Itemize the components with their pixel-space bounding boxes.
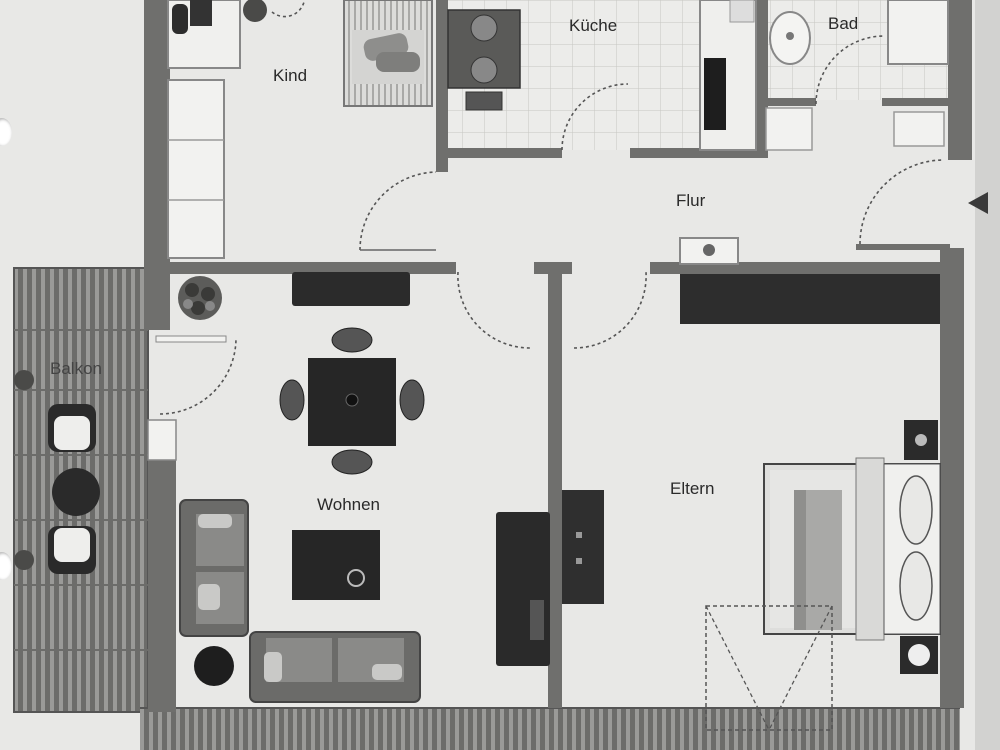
room-label-kueche: Küche	[569, 16, 618, 35]
eltern-wardrobe	[680, 274, 940, 324]
balcony-door-leaf	[155, 335, 227, 343]
room-label-kind: Kind	[273, 66, 308, 85]
room-label-balkon: Balkon	[50, 359, 102, 378]
room-label-flur: Flur	[676, 191, 706, 210]
coffee-table	[292, 530, 380, 600]
sofa-bottom	[249, 631, 421, 703]
eltern-bed	[763, 457, 941, 641]
room-label-wohnen: Wohnen	[317, 495, 381, 514]
kitchen-table	[447, 9, 521, 111]
balcony-deck-left	[13, 267, 149, 713]
terrace-deck-bottom	[140, 707, 960, 750]
room-label-bad: Bad	[828, 14, 859, 33]
media-unit	[496, 490, 604, 666]
bedside-table-bottom	[900, 636, 938, 674]
flur-washbasin	[679, 237, 739, 265]
dining-table	[279, 327, 425, 475]
door-swing-icon	[159, 1, 945, 415]
bedside-table-top	[904, 420, 938, 460]
plant-icon	[178, 276, 222, 320]
room-label-eltern: Eltern	[670, 479, 715, 498]
binder-hole-top	[0, 118, 12, 146]
balcony-chairs	[14, 370, 100, 574]
balcony-door-frame	[147, 419, 177, 461]
binder-hole-bottom	[0, 552, 12, 580]
kitchen-counter	[699, 0, 757, 151]
arrow-left-icon	[968, 192, 988, 214]
kind-bed	[343, 0, 433, 107]
wohnen-sideboard	[292, 272, 410, 306]
kind-wardrobe	[167, 79, 225, 259]
armchair-sofa-left	[179, 499, 249, 637]
bathroom-fixtures	[765, 0, 949, 151]
kind-desk	[167, 0, 267, 69]
window-bay	[705, 605, 833, 731]
walls	[144, 0, 972, 712]
floor-lamp	[194, 646, 234, 686]
